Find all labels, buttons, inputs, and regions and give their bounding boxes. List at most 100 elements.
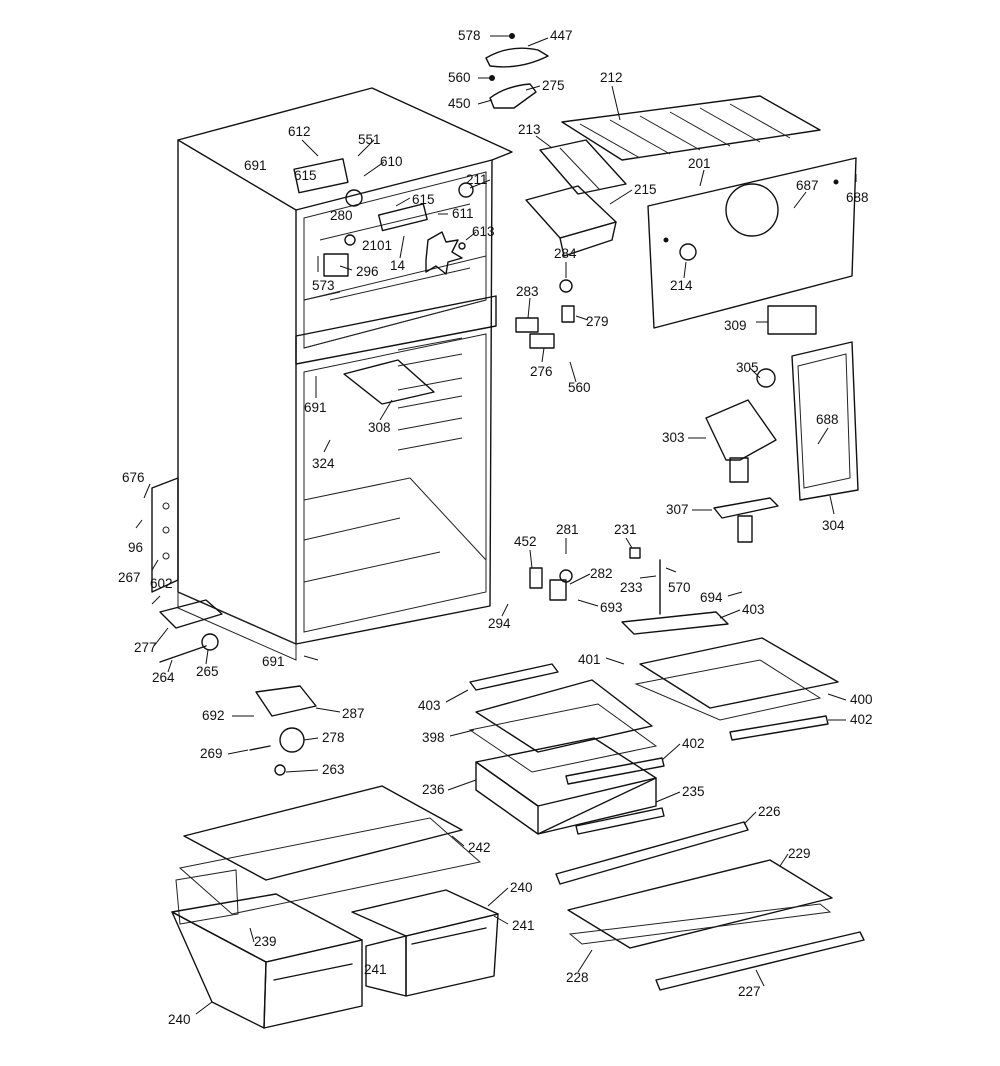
callout-96: 96 [128, 540, 143, 555]
glass-shelf-400-401 [621, 611, 839, 741]
glass-shelf-398 [468, 663, 665, 785]
callout-612: 612 [288, 124, 311, 139]
callout-551: 551 [358, 132, 381, 147]
crisper-drawer-241 [351, 889, 499, 997]
top-hinge-cover [485, 33, 549, 109]
callout-264: 264 [152, 670, 175, 685]
freezer-components [293, 158, 474, 277]
callout-227: 227 [738, 984, 761, 999]
callout-265: 265 [196, 664, 219, 679]
knob-305 [756, 368, 776, 388]
callout-235: 235 [682, 784, 705, 799]
ice-bucket-215 [525, 185, 617, 257]
callout-450: 450 [448, 96, 471, 111]
callout-296: 296 [356, 264, 379, 279]
callout-215: 215 [634, 182, 657, 197]
callout-305: 305 [736, 360, 759, 375]
callout-560: 560 [448, 70, 471, 85]
callout-276: 276 [530, 364, 553, 379]
callout-398: 398 [422, 730, 445, 745]
callout-688-b: 688 [816, 412, 839, 427]
base-parts [159, 599, 317, 776]
crisper-cover-236 [475, 737, 665, 835]
callout-239: 239 [254, 934, 277, 949]
callout-279: 279 [586, 314, 609, 329]
callout-214: 214 [670, 278, 693, 293]
callout-277: 277 [134, 640, 157, 655]
callout-615: 615 [294, 168, 317, 183]
callout-226: 226 [758, 804, 781, 819]
air-duct-304 [791, 341, 859, 501]
callout-211: 211 [466, 172, 488, 187]
callout-308: 308 [368, 420, 391, 435]
callout-324: 324 [312, 456, 335, 471]
callout-240: 240 [510, 880, 533, 895]
callout-615-b: 615 [412, 192, 435, 207]
callout-578: 578 [458, 28, 481, 43]
callout-228: 228 [566, 970, 589, 985]
callout-213: 213 [518, 122, 541, 137]
callout-402: 402 [850, 712, 873, 727]
crisper-drawer-240 [171, 893, 363, 1029]
callout-693: 693 [600, 600, 623, 615]
callout-229: 229 [788, 846, 811, 861]
callout-303: 303 [662, 430, 685, 445]
callout-294: 294 [488, 616, 511, 631]
callout-602: 602 [150, 576, 173, 591]
callout-687: 687 [796, 178, 819, 193]
callout-611: 611 [452, 206, 474, 221]
callout-560-b: 560 [568, 380, 591, 395]
callout-263: 263 [322, 762, 345, 777]
callout-452: 452 [514, 534, 537, 549]
callout-401: 401 [578, 652, 601, 667]
callout-691-b: 691 [304, 400, 327, 415]
shelf-308 [343, 359, 435, 405]
callout-212: 212 [600, 70, 623, 85]
callout-2101: 2101 [362, 238, 392, 253]
callout-691-c: 691 [262, 654, 285, 669]
leader-lines [135, 35, 857, 1015]
callout-403-b: 403 [418, 698, 441, 713]
callout-14: 14 [390, 258, 406, 273]
callout-269: 269 [200, 746, 223, 761]
callout-304: 304 [822, 518, 845, 533]
callout-201: 201 [688, 156, 711, 171]
callout-275: 275 [542, 78, 565, 93]
crisper-lid-242 [175, 785, 482, 925]
callout-284: 284 [554, 246, 577, 261]
callout-691: 691 [244, 158, 267, 173]
callout-242: 242 [468, 840, 491, 855]
callout-610: 610 [380, 154, 403, 169]
callout-570: 570 [668, 580, 691, 595]
callout-283: 283 [516, 284, 539, 299]
callout-231: 231 [614, 522, 637, 537]
callout-267: 267 [118, 570, 141, 585]
callout-240-b: 240 [168, 1012, 191, 1027]
callout-402-b: 402 [682, 736, 705, 751]
side-bracket-267 [151, 477, 179, 593]
callout-236: 236 [422, 782, 445, 797]
small-parts [515, 279, 661, 615]
shelf-226-229 [555, 821, 865, 991]
callout-307: 307 [666, 502, 689, 517]
callout-694: 694 [700, 590, 723, 605]
callout-692: 692 [202, 708, 225, 723]
callout-282: 282 [590, 566, 613, 581]
callout-676: 676 [122, 470, 145, 485]
back-panel-201 [647, 157, 857, 329]
callout-688: 688 [846, 190, 869, 205]
callout-403: 403 [742, 602, 765, 617]
callout-280: 280 [330, 208, 353, 223]
callout-447: 447 [550, 28, 573, 43]
callout-labels: 578 447 560 275 450 212 213 201 687 688 … [118, 28, 873, 1027]
callout-400: 400 [850, 692, 873, 707]
callout-241: 241 [512, 918, 535, 933]
callout-613: 613 [472, 224, 495, 239]
callout-573: 573 [312, 278, 335, 293]
callout-309: 309 [724, 318, 747, 333]
label-plate-309 [767, 305, 817, 335]
callout-241-b: 241 [364, 962, 387, 977]
bracket-307 [713, 497, 779, 543]
